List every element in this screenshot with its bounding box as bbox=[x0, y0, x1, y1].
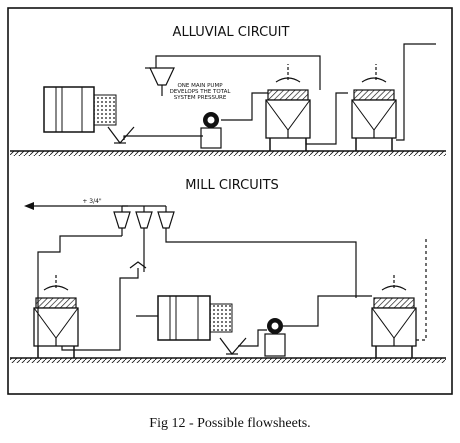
jig-unit-alluvial-2 bbox=[351, 77, 397, 151]
cyclone-alluvial bbox=[145, 67, 175, 96]
trommel-alluvial bbox=[43, 86, 117, 133]
mill-sump bbox=[219, 337, 247, 355]
cyclone-cluster bbox=[113, 205, 175, 236]
diagram-frame bbox=[7, 7, 453, 395]
mill-circuits-title: MILL CIRCUITS bbox=[185, 178, 279, 193]
jig-unit-mill-2 bbox=[371, 285, 417, 358]
pump-mill bbox=[264, 318, 286, 357]
figure-caption: Fig 12 - Possible flowsheets. bbox=[149, 416, 311, 431]
mill-pipework bbox=[37, 235, 427, 351]
main-pump-alluvial bbox=[200, 112, 222, 149]
oversize-arrow-label: + 3/4" bbox=[82, 198, 102, 205]
pump-note-line2: DEVELOPS THE TOTAL bbox=[170, 89, 232, 95]
jig-unit-alluvial-1 bbox=[265, 77, 311, 151]
feed-sump-alluvial bbox=[107, 126, 135, 144]
ground-line-alluvial bbox=[10, 150, 446, 156]
pump-note-line3: SYSTEM PRESSURE bbox=[174, 95, 227, 101]
alluvial-pipework bbox=[123, 43, 436, 145]
oversize-arrow bbox=[24, 202, 128, 210]
alluvial-circuit-title: ALLUVIAL CIRCUIT bbox=[173, 25, 290, 40]
ground-line-mill bbox=[10, 357, 446, 363]
ball-mill bbox=[157, 295, 233, 341]
jig-unit-mill-1 bbox=[33, 285, 79, 358]
pump-note-line1: ONE MAIN PUMP bbox=[177, 83, 223, 89]
